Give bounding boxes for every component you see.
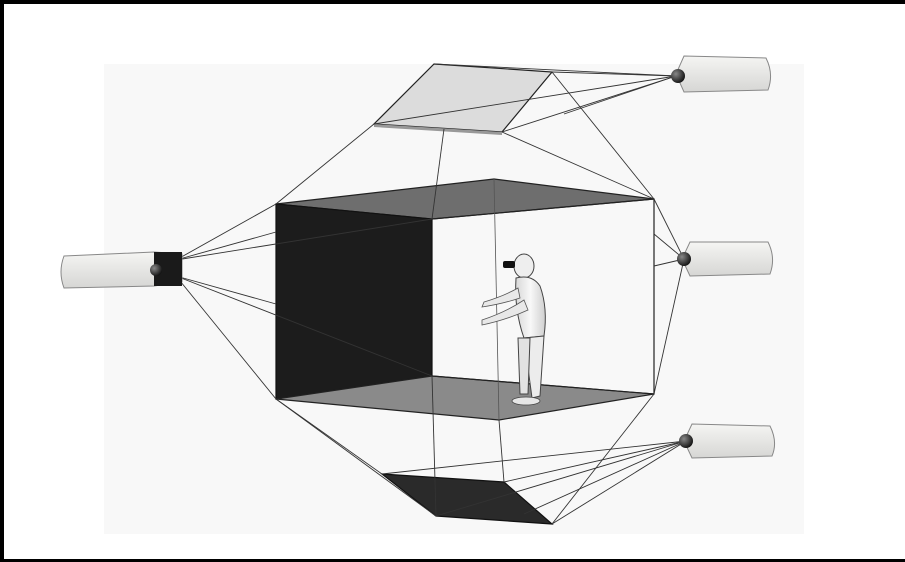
left-projector <box>61 252 182 288</box>
background-haze <box>104 64 804 534</box>
top-projector <box>671 56 771 92</box>
bottom-projector-lens <box>679 434 693 448</box>
cave-projection-diagram <box>4 4 905 562</box>
head-tracker <box>503 261 515 268</box>
top-projector-lens <box>671 69 685 83</box>
bottom-projector <box>679 424 775 458</box>
left-projector-lens <box>150 264 162 276</box>
right-projector <box>677 242 773 276</box>
right-projector-lens <box>677 252 691 266</box>
left-wall <box>276 204 432 399</box>
